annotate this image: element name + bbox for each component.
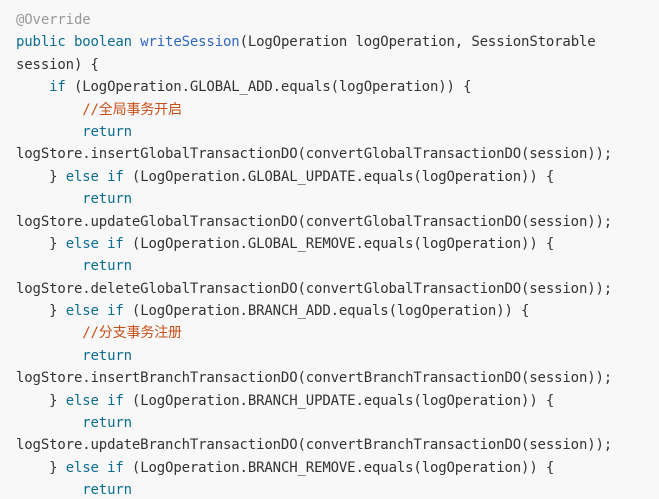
code-keyword: else (65, 459, 99, 476)
code-text (16, 102, 82, 118)
code-text (132, 34, 140, 50)
code-text: } (16, 235, 66, 252)
code-line: logStore.deleteGlobalTransactionDO(conve… (16, 278, 659, 300)
code-text: } (16, 303, 66, 320)
code-text: } (16, 392, 66, 409)
code-line: return (16, 412, 659, 434)
code-text (16, 415, 82, 431)
code-text (16, 124, 82, 140)
code-keyword: if (107, 235, 124, 252)
code-keyword: else (65, 235, 99, 252)
code-text: (LogOperation.BRANCH_UPDATE.equals(logOp… (123, 392, 555, 409)
code-keyword: if (107, 168, 124, 185)
code-text (99, 169, 107, 185)
code-line: logStore.insertGlobalTransactionDO(conve… (16, 143, 659, 165)
code-annotation: @Override (16, 12, 91, 28)
code-function-name: writeSession (140, 34, 240, 51)
code-text (99, 393, 107, 409)
code-line: } else if (LogOperation.BRANCH_ADD.equal… (16, 300, 659, 322)
code-keyword: return (82, 415, 132, 432)
code-line: return (16, 479, 659, 499)
code-text: logStore.updateBranchTransactionDO(conve… (16, 437, 613, 454)
code-text: session) { (16, 56, 99, 73)
code-line: return (16, 345, 659, 367)
code-keyword: else (65, 303, 99, 320)
code-text: logStore.updateGlobalTransactionDO(conve… (16, 213, 613, 230)
code-text (16, 258, 82, 274)
code-text: logStore.insertBranchTransactionDO(conve… (16, 370, 613, 387)
code-line: } else if (LogOperation.GLOBAL_UPDATE.eq… (16, 166, 659, 188)
code-line: } else if (LogOperation.GLOBAL_REMOVE.eq… (16, 233, 659, 255)
code-keyword: return (82, 191, 132, 208)
code-text: (LogOperation.BRANCH_REMOVE.equals(logOp… (123, 459, 555, 476)
code-text: (LogOperation.BRANCH_ADD.equals(logOpera… (123, 303, 530, 320)
code-text: logStore.deleteGlobalTransactionDO(conve… (16, 280, 613, 297)
code-text: } (16, 168, 66, 185)
code-keyword: if (107, 303, 124, 320)
code-line: if (LogOperation.GLOBAL_ADD.equals(logOp… (16, 76, 659, 98)
code-keyword: boolean (73, 34, 132, 51)
code-line: //全局事务开启 (16, 99, 659, 121)
code-keyword: public (16, 34, 66, 51)
code-text (16, 191, 82, 207)
code-comment: //分支事务注册 (82, 325, 182, 342)
code-line: session) { (16, 54, 659, 76)
code-line: } else if (LogOperation.BRANCH_UPDATE.eq… (16, 390, 659, 412)
code-line: } else if (LogOperation.BRANCH_REMOVE.eq… (16, 457, 659, 479)
code-text (16, 482, 82, 498)
code-text (99, 236, 107, 252)
code-text (99, 303, 107, 319)
code-line: logStore.insertBranchTransactionDO(conve… (16, 367, 659, 389)
code-text (16, 348, 82, 364)
code-text: } (16, 459, 66, 476)
code-line: public boolean writeSession(LogOperation… (16, 31, 659, 53)
code-keyword: else (65, 392, 99, 409)
code-keyword: if (107, 392, 124, 409)
code-text (99, 460, 107, 476)
code-line: logStore.updateGlobalTransactionDO(conve… (16, 211, 659, 233)
code-keyword: if (107, 459, 124, 476)
code-text: (LogOperation logOperation, SessionStora… (239, 34, 596, 51)
code-keyword: return (82, 123, 132, 140)
code-comment: //全局事务开启 (82, 101, 182, 118)
code-keyword: return (82, 482, 132, 499)
code-line: logStore.updateBranchTransactionDO(conve… (16, 434, 659, 456)
code-keyword: else (65, 168, 99, 185)
code-line: //分支事务注册 (16, 322, 659, 344)
code-line: @Override (16, 9, 659, 31)
code-text: (LogOperation.GLOBAL_ADD.equals(logOpera… (65, 79, 472, 96)
code-line: return (16, 188, 659, 210)
code-text: (LogOperation.GLOBAL_REMOVE.equals(logOp… (123, 235, 555, 252)
code-text (16, 79, 49, 95)
code-line: return (16, 121, 659, 143)
code-line: return (16, 255, 659, 277)
code-text (66, 34, 74, 50)
code-keyword: if (49, 79, 66, 96)
code-keyword: return (82, 347, 132, 364)
code-text: (LogOperation.GLOBAL_UPDATE.equals(logOp… (123, 168, 555, 185)
code-keyword: return (82, 258, 132, 275)
code-text: logStore.insertGlobalTransactionDO(conve… (16, 146, 613, 163)
code-text (16, 325, 82, 341)
